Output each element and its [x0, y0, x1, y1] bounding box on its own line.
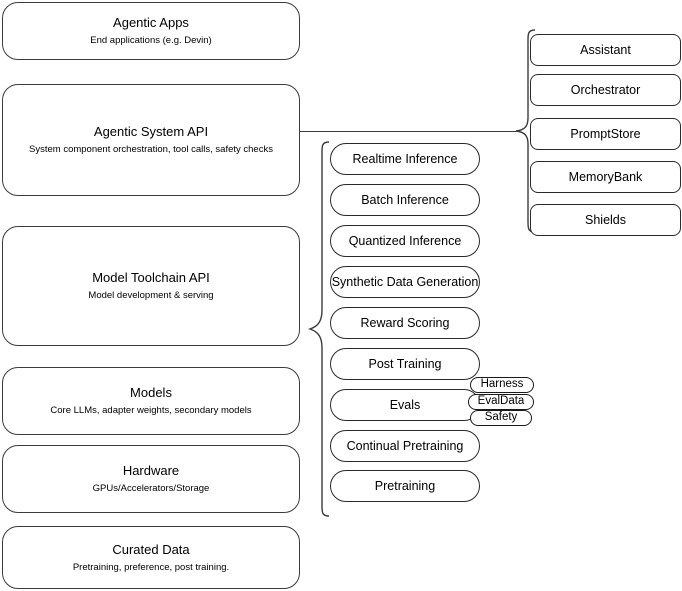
eval-badge-label: Harness	[480, 378, 524, 391]
layer-title: Model Toolchain API	[92, 270, 210, 285]
component-label: Orchestrator	[570, 83, 641, 97]
capability-box-realtime-inference[interactable]: Realtime Inference	[330, 143, 480, 175]
capability-label: Batch Inference	[361, 193, 449, 207]
capability-label: Reward Scoring	[360, 316, 450, 330]
eval-badge-harness[interactable]: Harness	[470, 377, 534, 393]
capability-label: Continual Pretraining	[346, 439, 464, 453]
layer-subtitle: System component orchestration, tool cal…	[29, 144, 273, 155]
layer-box-model-toolchain-api[interactable]: Model Toolchain API Model development & …	[2, 226, 300, 346]
capability-label: Evals	[389, 398, 421, 412]
capability-box-quantized-inference[interactable]: Quantized Inference	[330, 225, 480, 257]
capability-label: Quantized Inference	[348, 234, 462, 248]
capability-box-batch-inference[interactable]: Batch Inference	[330, 184, 480, 216]
layer-subtitle: Core LLMs, adapter weights, secondary mo…	[50, 405, 252, 416]
layer-title: Agentic Apps	[113, 15, 189, 30]
eval-badge-label: Safety	[484, 411, 518, 424]
component-label: MemoryBank	[568, 170, 643, 184]
layer-subtitle: GPUs/Accelerators/Storage	[92, 483, 210, 494]
component-box-shields[interactable]: Shields	[530, 204, 681, 236]
layer-title: Curated Data	[112, 541, 190, 557]
layer-subtitle: Model development & serving	[88, 290, 214, 301]
layer-title: Hardware	[122, 463, 180, 478]
layer-box-agentic-apps[interactable]: Agentic Apps End applications (e.g. Devi…	[2, 2, 300, 60]
layer-title: Agentic System API	[93, 124, 209, 139]
layer-box-models[interactable]: Models Core LLMs, adapter weights, secon…	[2, 367, 300, 435]
component-box-promptstore[interactable]: PromptStore	[530, 118, 681, 150]
brace-system-components	[515, 29, 536, 233]
layer-title: Models	[130, 385, 172, 400]
capability-box-post-training[interactable]: Post Training	[330, 348, 480, 380]
layer-box-hardware[interactable]: Hardware GPUs/Accelerators/Storage	[2, 445, 300, 513]
component-box-orchestrator[interactable]: Orchestrator	[530, 74, 681, 106]
capability-label: Pretraining	[374, 479, 436, 493]
capability-box-reward-scoring[interactable]: Reward Scoring	[330, 307, 480, 339]
layer-subtitle: End applications (e.g. Devin)	[90, 35, 212, 46]
component-box-assistant[interactable]: Assistant	[530, 34, 681, 66]
layer-subtitle: Pretraining, preference, post training.	[72, 561, 230, 573]
capability-box-pretraining[interactable]: Pretraining	[330, 470, 480, 502]
layer-box-agentic-system-api[interactable]: Agentic System API System component orch…	[2, 84, 300, 196]
eval-badge-evaldata[interactable]: EvalData	[468, 394, 534, 410]
capability-box-evals[interactable]: Evals	[330, 389, 480, 421]
capability-box-continual-pretraining[interactable]: Continual Pretraining	[330, 430, 480, 462]
component-label: PromptStore	[570, 127, 641, 141]
capability-label: Realtime Inference	[352, 152, 458, 166]
brace-toolchain-capabilities	[307, 141, 330, 517]
layer-box-curated-data[interactable]: Curated Data Pretraining, preference, po…	[2, 526, 300, 589]
eval-badge-safety[interactable]: Safety	[470, 410, 532, 426]
eval-badge-label: EvalData	[477, 395, 525, 408]
connector-line-system-api-to-components	[300, 131, 517, 133]
capability-label: Post Training	[368, 357, 442, 371]
capability-box-synthetic-data-generation[interactable]: Synthetic Data Generation	[330, 266, 480, 298]
component-label: Assistant	[580, 43, 631, 57]
component-label: Shields	[585, 213, 626, 227]
capability-label: Synthetic Data Generation	[331, 275, 479, 289]
component-box-memorybank[interactable]: MemoryBank	[530, 161, 681, 193]
